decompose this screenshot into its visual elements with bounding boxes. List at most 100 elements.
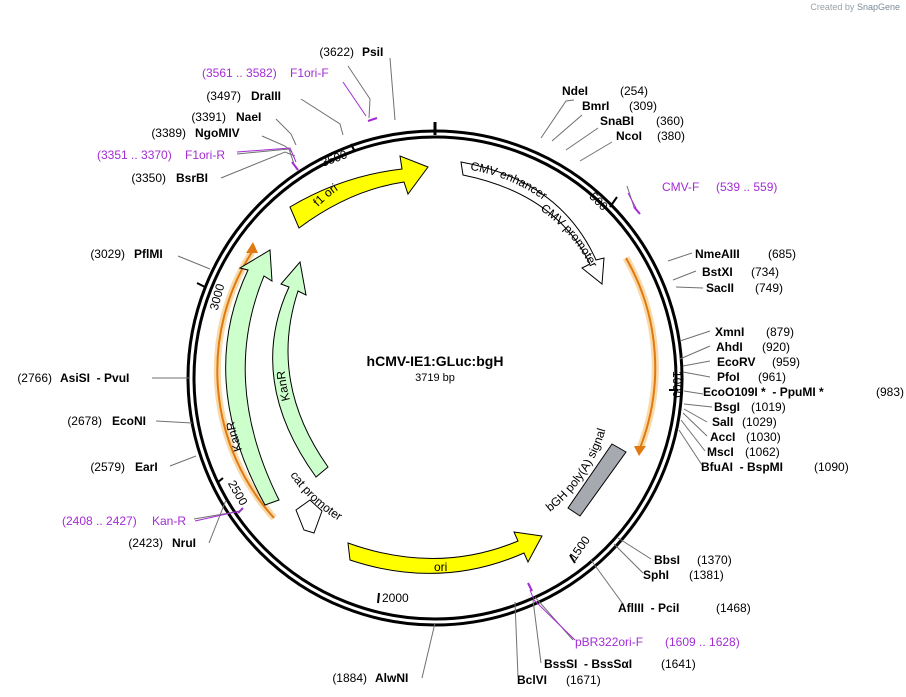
enzyme-name: BssSI - BssSαI — [544, 657, 632, 671]
enzyme-name: EcoRV — [717, 355, 755, 369]
enzyme-bsrbi[interactable]: (3350) BsrBI — [131, 171, 208, 185]
primer-f1ori-f[interactable]: (3561 .. 3582) F1ori-F — [202, 66, 329, 80]
enzyme-naei[interactable]: (3391) NaeI — [191, 110, 261, 124]
enzyme-pos: (2766) — [17, 371, 52, 385]
enzyme-pos: (1381) — [689, 568, 724, 582]
enzyme-name: BfuAI - BspMI — [701, 460, 783, 474]
tick-label-1000: 1000 — [670, 371, 684, 398]
enzyme-sali[interactable]: SalI (1029) — [712, 415, 777, 429]
tick-3500: 3500 — [319, 143, 356, 170]
enzyme-eari[interactable]: (2579) EarI — [90, 460, 157, 474]
enzyme-sacii[interactable]: SacII (749) — [706, 281, 783, 295]
primer-pos: (3351 .. 3370) — [97, 148, 172, 162]
enzyme-name: BclVI — [517, 673, 547, 687]
enzyme-pos: (734) — [751, 265, 779, 279]
feature-f1-ori[interactable]: f1 ori — [289, 155, 429, 229]
enzyme-name: NmeAIII — [695, 247, 740, 261]
enzyme-snabi[interactable]: SnaBI (360) — [600, 114, 684, 128]
tick-2000: 2000 — [377, 591, 409, 605]
enzyme-pos: (1671) — [566, 673, 601, 687]
enzyme-name: EarI — [135, 460, 158, 474]
feature-cmv-enhancer-promoter[interactable]: CMV enhancer CMV promoter — [460, 159, 605, 285]
enzyme-name: NcoI — [616, 129, 642, 143]
orf-right-arrowhead — [634, 446, 646, 456]
enzyme-bsssi-bsssai[interactable]: BssSI - BssSαI (1641) — [544, 657, 696, 671]
enzyme-ahdi[interactable]: AhdI (920) — [716, 340, 790, 354]
enzyme-acci[interactable]: AccI (1030) — [710, 430, 781, 444]
enzyme-sphi[interactable]: SphI (1381) — [643, 568, 724, 582]
primer-name: F1ori-F — [290, 66, 329, 80]
enzyme-xmni[interactable]: XmnI (879) — [715, 325, 794, 339]
enzyme-ncoi[interactable]: NcoI (380) — [616, 129, 685, 143]
enzyme-bstxi[interactable]: BstXI (734) — [702, 265, 779, 279]
enzyme-pflmi[interactable]: (3029) PflMI — [90, 247, 162, 261]
enzyme-pos: (360) — [656, 114, 684, 128]
enzyme-pos: (1030) — [746, 430, 781, 444]
enzyme-bclvi[interactable]: BclVI (1671) — [517, 673, 601, 687]
enzyme-name: AccI — [710, 430, 735, 444]
enzyme-name: DraIII — [251, 89, 281, 103]
primer-cmv-f[interactable]: CMV-F (539 .. 559) — [662, 180, 777, 194]
enzyme-name: NaeI — [236, 110, 261, 124]
orf-left-arrowhead — [246, 242, 258, 253]
enzyme-name: EcoNI — [112, 414, 146, 428]
enzyme-pfoi[interactable]: PfoI (961) — [717, 370, 786, 384]
enzyme-pos: (309) — [629, 99, 657, 113]
coordinate-ticks: 500 1000 1500 2000 2500 3000 3500 — [196, 143, 684, 605]
enzyme-ecorv[interactable]: EcoRV (959) — [717, 355, 800, 369]
enzyme-labels: (3622) PsiI (3497) DraIII (3391) NaeI (3… — [17, 45, 904, 687]
enzyme-asisi-pvui[interactable]: (2766) AsiSI - PvuI — [17, 371, 129, 385]
primer-leaders — [194, 81, 637, 641]
feature-bgh-polya[interactable]: bGH poly(A) signal — [543, 427, 627, 517]
enzyme-name: SphI — [643, 568, 669, 582]
enzyme-bmri[interactable]: BmrI (309) — [582, 99, 657, 113]
enzyme-psii[interactable]: (3622) PsiI — [319, 45, 383, 59]
primer-kan-r[interactable]: (2408 .. 2427) Kan-R — [62, 514, 186, 528]
primer-f1ori-r[interactable]: (3351 .. 3370) F1ori-R — [97, 148, 225, 162]
enzyme-ndei[interactable]: NdeI (254) — [562, 84, 648, 98]
tick-label-3000: 3000 — [207, 282, 228, 312]
primer-pos: (3561 .. 3582) — [202, 66, 277, 80]
enzyme-name: BbsI — [654, 553, 680, 567]
svg-text:CMV promoter: CMV promoter — [538, 201, 600, 270]
enzyme-pos: (2579) — [90, 460, 125, 474]
enzyme-alwni[interactable]: (1884) AlwNI — [332, 671, 408, 685]
enzyme-afliii-pcii[interactable]: AflIII - PciI (1468) — [618, 601, 751, 615]
enzyme-pos: (961) — [758, 370, 786, 384]
enzyme-econi[interactable]: (2678) EcoNI — [67, 414, 146, 428]
feature-label-cmv-promoter: CMV promoter — [538, 201, 600, 270]
enzyme-msci[interactable]: MscI (1062) — [707, 445, 780, 459]
enzyme-ngomiv[interactable]: (3389) NgoMIV — [151, 126, 239, 140]
enzyme-pos: (3391) — [191, 110, 226, 124]
enzyme-bbsi[interactable]: BbsI (1370) — [654, 553, 732, 567]
enzyme-name: BmrI — [582, 99, 609, 113]
tick-label-3500: 3500 — [319, 147, 349, 169]
enzyme-nmeaiii[interactable]: NmeAIII (685) — [695, 247, 796, 261]
enzyme-pos: (1062) — [745, 445, 780, 459]
enzyme-name: NdeI — [562, 84, 588, 98]
enzyme-pos: (254) — [620, 84, 648, 98]
enzyme-ecoo109i-ppumi[interactable]: EcoO109I * - PpuMI * (983) — [703, 385, 904, 399]
enzyme-name: AlwNI — [375, 671, 408, 685]
primer-name: pBR322ori-F — [575, 635, 643, 649]
primer-pbr322ori-f[interactable]: pBR322ori-F (1609 .. 1628) — [575, 635, 740, 649]
primer-name: Kan-R — [152, 514, 186, 528]
feature-cat-promoter[interactable]: cat promoter — [288, 469, 345, 534]
feature-kanr-inner[interactable]: KanR — [272, 260, 329, 478]
enzyme-draiii[interactable]: (3497) DraIII — [206, 89, 281, 103]
enzyme-name: AhdI — [716, 340, 743, 354]
plasmid-name: hCMV-IE1:GLuc:bgH — [367, 353, 504, 369]
tick-label-1500: 1500 — [566, 533, 593, 563]
enzyme-bfuai-bspmi[interactable]: BfuAI - BspMI (1090) — [701, 460, 849, 474]
leader-lines — [152, 57, 713, 679]
feature-ori[interactable]: ori — [347, 531, 543, 574]
enzyme-pos: (920) — [762, 340, 790, 354]
primer-pos: (2408 .. 2427) — [62, 514, 137, 528]
enzyme-pos: (685) — [768, 247, 796, 261]
enzyme-nrui[interactable]: (2423) NruI — [128, 536, 196, 550]
enzyme-name: BsrBI — [176, 171, 208, 185]
enzyme-name: NruI — [172, 536, 196, 550]
enzyme-bsgi[interactable]: BsgI (1019) — [714, 400, 786, 414]
enzyme-pos: (3350) — [131, 171, 166, 185]
